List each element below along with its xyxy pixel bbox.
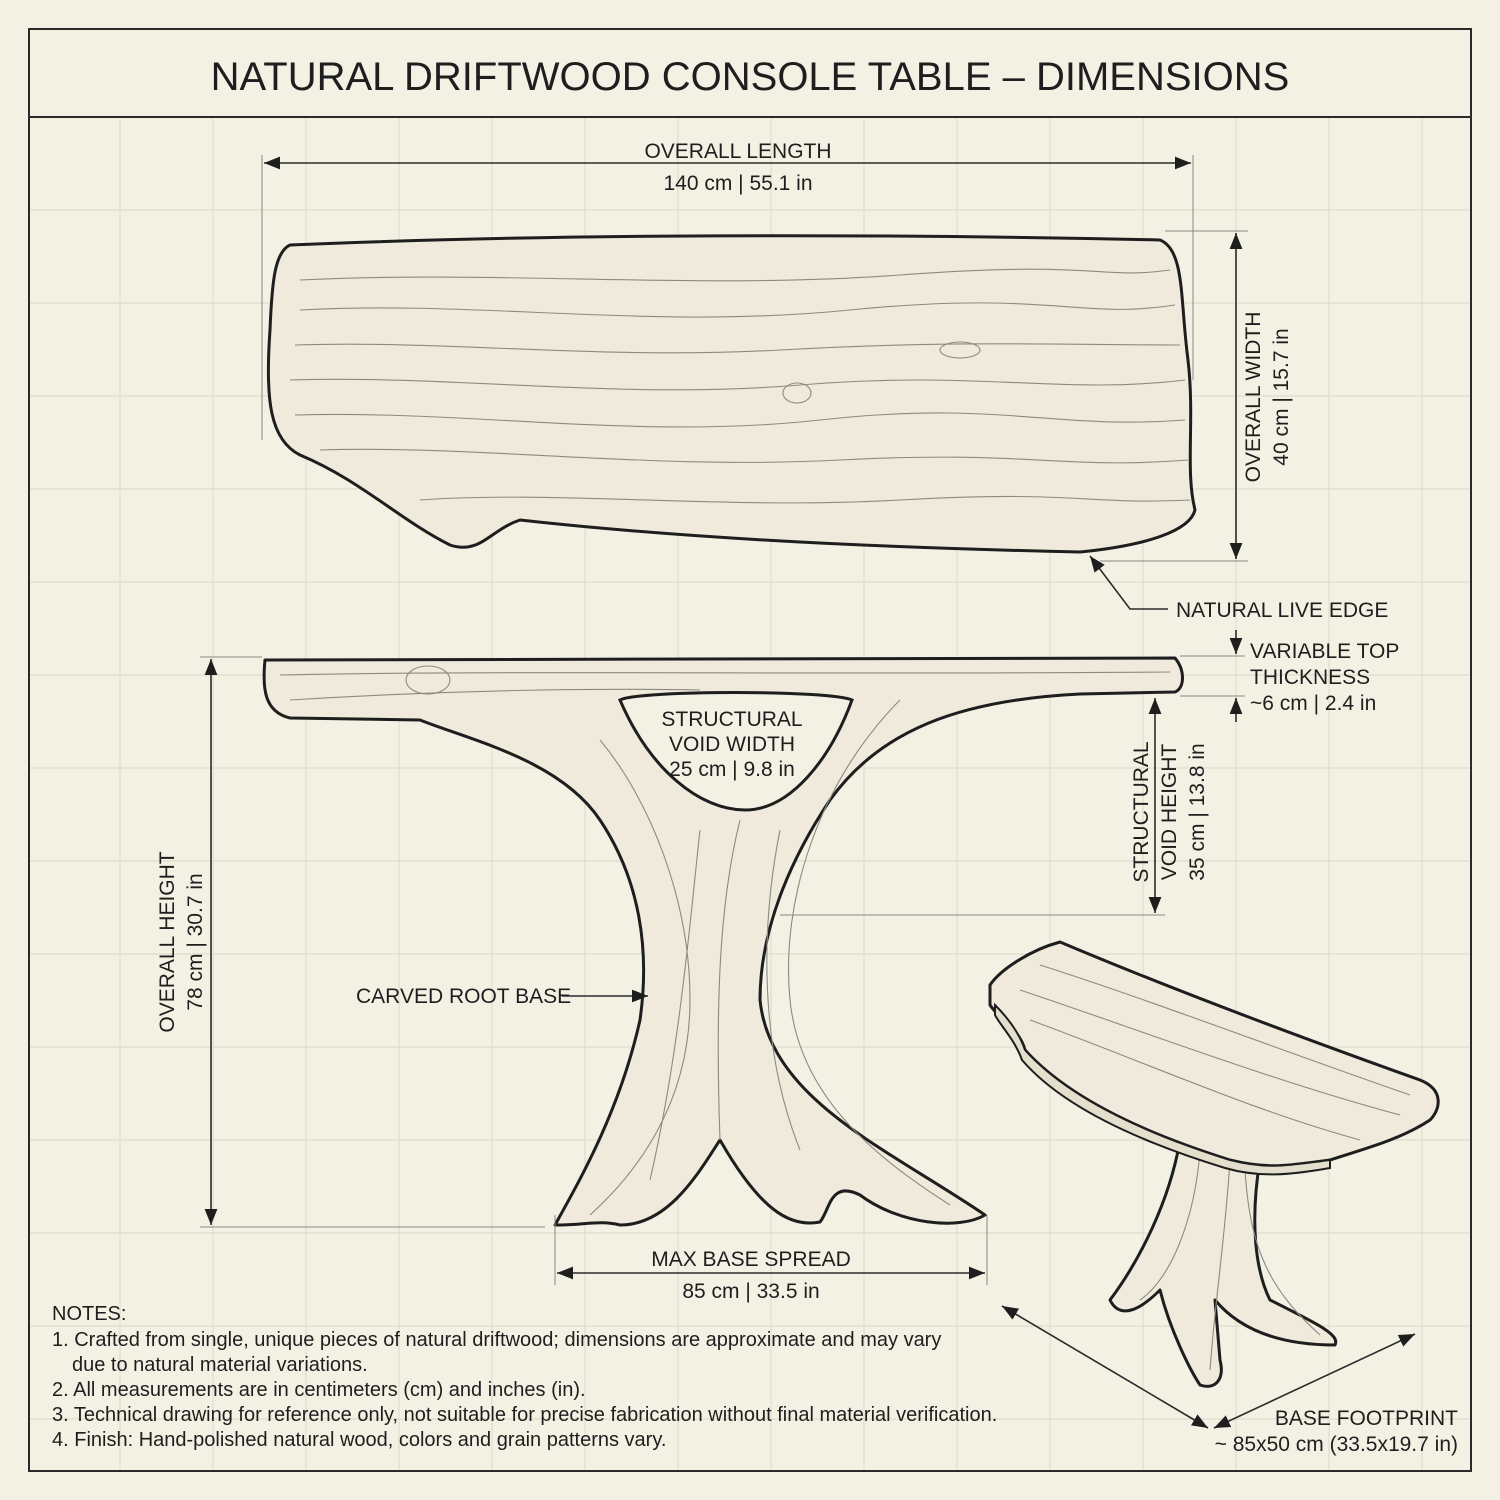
overall-width-label: OVERALL WIDTH [1242,312,1265,483]
base-footprint-width-dimension [1213,1333,1416,1429]
overall-height-label: OVERALL HEIGHT [156,851,179,1032]
notes-section: NOTES: 1. Crafted from single, unique pi… [52,1303,997,1451]
base-spread-value: 85 cm | 33.5 in [682,1280,819,1303]
overall-length-value: 140 cm | 55.1 in [663,172,812,195]
note-line: 4. Finish: Hand-polished natural wood, c… [52,1429,666,1451]
note-line: 1. Crafted from single, unique pieces of… [52,1329,941,1351]
top-thickness-label-line1: VARIABLE TOP [1250,640,1399,663]
live-edge-label: NATURAL LIVE EDGE [1176,599,1388,622]
structural-void [618,691,854,812]
isometric-view-table [988,940,1440,1388]
top-thickness-value: ~6 cm | 2.4 in [1250,692,1376,715]
void-height-label-line1: STRUCTURAL [1130,741,1153,882]
top-thickness-label-line2: THICKNESS [1250,666,1370,689]
root-base-label: CARVED ROOT BASE [356,985,571,1008]
overall-length-label: OVERALL LENGTH [644,140,831,163]
note-line: due to natural material variations. [72,1354,368,1376]
void-width-label-line2: VOID WIDTH [669,733,795,756]
side-view-table [262,656,1184,1227]
top-view-tabletop [266,234,1197,554]
note-line: 3. Technical drawing for reference only,… [52,1404,997,1426]
base-footprint-label: BASE FOOTPRINT [1275,1407,1458,1430]
base-spread-label: MAX BASE SPREAD [651,1248,851,1271]
void-height-label-line2: VOID HEIGHT [1158,744,1181,881]
base-footprint-depth-dimension [1001,1305,1209,1429]
live-edge-leader [1089,555,1168,610]
drawing-frame [28,28,1472,1472]
overall-height-value: 78 cm | 30.7 in [184,873,207,1010]
notes-heading: NOTES: [52,1303,126,1325]
note-line: 2. All measurements are in centimeters (… [52,1379,586,1401]
drawing-title: NATURAL DRIFTWOOD CONSOLE TABLE – DIMENS… [211,55,1290,99]
void-width-label-line1: STRUCTURAL [661,708,802,731]
void-width-value: 25 cm | 9.8 in [669,758,795,781]
overall-width-value: 40 cm | 15.7 in [1270,328,1293,465]
base-footprint-value: ~ 85x50 cm (33.5x19.7 in) [1215,1433,1458,1456]
void-height-value: 35 cm | 13.8 in [1186,743,1209,880]
